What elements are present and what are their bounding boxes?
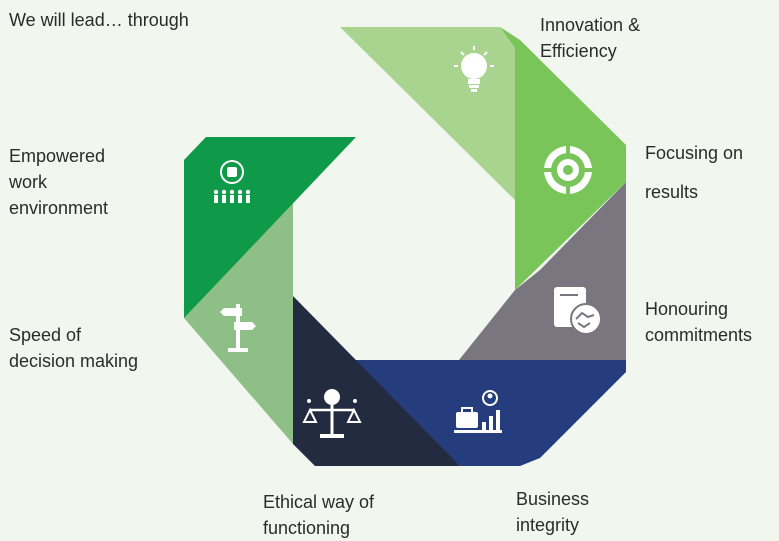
justice-scale-icon	[302, 389, 362, 438]
segment-ethical	[293, 296, 460, 466]
label-commitments: Honouring commitments	[645, 299, 753, 345]
fist-people-icon	[213, 160, 251, 203]
label-ethical: Ethical way of functioning	[263, 492, 375, 538]
target-icon	[544, 146, 592, 194]
signpost-icon	[220, 304, 256, 352]
handshake-icon	[554, 287, 602, 335]
label-results: Focusing on results	[645, 143, 744, 202]
diagram-title: We will lead… through	[9, 10, 189, 30]
segment-innovation	[340, 27, 515, 200]
label-speed: Speed of decision making	[9, 325, 139, 371]
label-empowered: Empowered work environment	[9, 146, 109, 218]
label-innovation: Innovation & Efficiency	[540, 15, 641, 61]
lightbulb-brain-icon	[454, 46, 494, 92]
label-integrity: Business integrity	[516, 489, 590, 535]
segment-integrity	[345, 360, 626, 466]
briefcase-chart-icon	[454, 390, 502, 433]
